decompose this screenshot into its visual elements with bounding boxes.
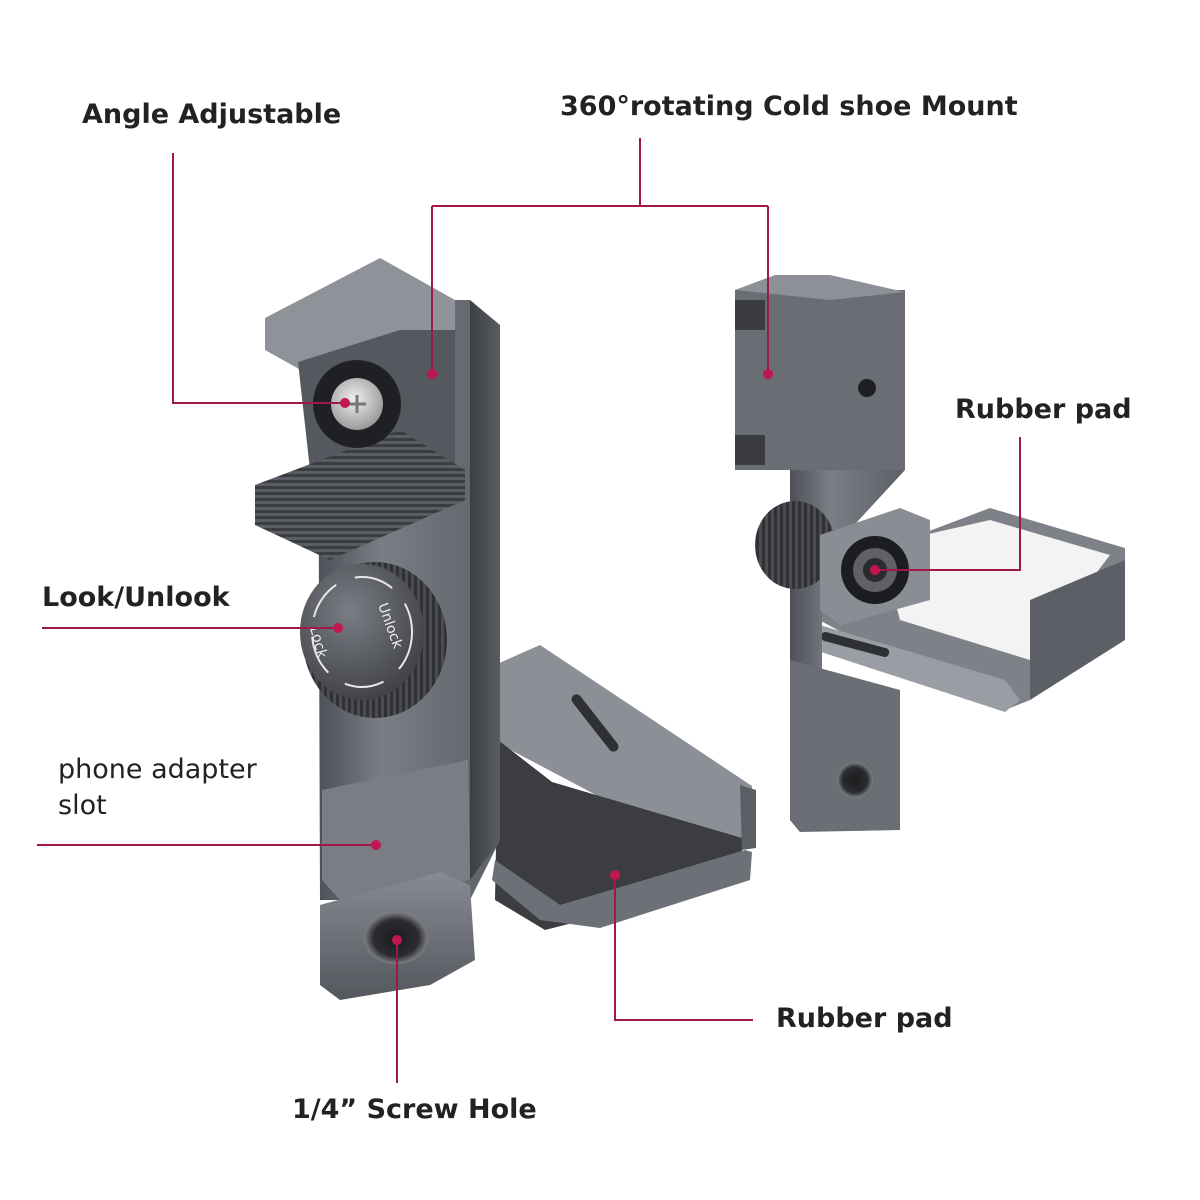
- label-angle-adjustable: Angle Adjustable: [82, 99, 342, 130]
- leader-angle-adjustable: [172, 153, 345, 404]
- right-bracket-front: [1030, 560, 1125, 700]
- right-shoe-slot-lower: [735, 435, 765, 465]
- marker-cold-shoe-right: [763, 369, 773, 379]
- right-small-hole: [858, 379, 876, 397]
- label-cold-shoe-mount: 360°rotating Cold shoe Mount: [560, 91, 1018, 122]
- marker-rubber-pad-right: [870, 565, 880, 575]
- left-bracket-lower-face: [492, 850, 752, 928]
- lock-knob: Lock Unlock: [300, 562, 447, 718]
- marker-phone-adapter-slot: [371, 840, 381, 850]
- left-shoe-bottom: [255, 430, 465, 560]
- marker-screw-hole: [392, 935, 402, 945]
- label-rubber-pad-right: Rubber pad: [955, 394, 1132, 425]
- right-top-face: [735, 275, 905, 300]
- right-knob: [755, 501, 835, 589]
- marker-lock-unlock: [333, 623, 343, 633]
- leader-rubber-pad-bottom: [614, 875, 753, 1021]
- label-phone-adapter-slot-line2: slot: [58, 790, 107, 821]
- left-lower-plate: [322, 760, 470, 900]
- left-bracket-slot: [571, 694, 619, 752]
- right-mount-illustration: [735, 275, 1125, 832]
- leader-rubber-pad-right: [875, 437, 1021, 571]
- right-shoe-slot-upper: [735, 300, 765, 330]
- leader-cold-shoe: [431, 138, 769, 374]
- label-screw-hole: 1/4” Screw Hole: [292, 1094, 537, 1125]
- marker-rubber-pad-bottom: [610, 870, 620, 880]
- marker-cold-shoe-left: [427, 369, 437, 379]
- left-bracket-back: [488, 645, 752, 850]
- marker-angle-adjustable: [340, 398, 350, 408]
- leader-lines: [37, 138, 1021, 1083]
- label-rubber-pad-bottom: Rubber pad: [776, 1003, 953, 1034]
- label-lock-unlock: Look/Unlook: [42, 582, 230, 613]
- screw-cross-mark: [348, 395, 366, 413]
- left-body-side: [470, 300, 500, 880]
- label-phone-adapter-slot-line1: phone adapter: [58, 754, 257, 785]
- right-bracket-slot: [821, 632, 890, 658]
- left-bracket-edge: [740, 785, 756, 850]
- right-top-block: [735, 278, 905, 470]
- right-lower-body: [790, 660, 900, 832]
- right-bottom-hole: [837, 762, 873, 798]
